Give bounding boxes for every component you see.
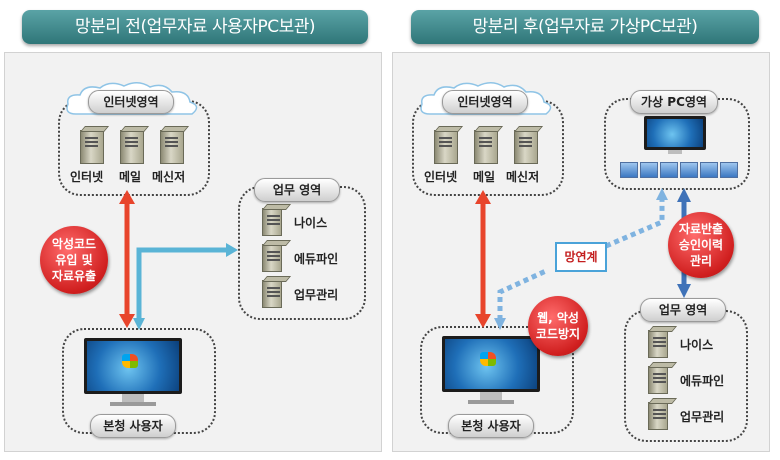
- vm-icon-5: [700, 162, 718, 178]
- right-business-server-icon-2: [648, 366, 668, 394]
- right-server-label-1: 인터넷: [424, 170, 458, 184]
- left-server-label-1: 인터넷: [70, 170, 104, 184]
- right-monitor-icon: [442, 336, 542, 408]
- left-arrows: [119, 190, 238, 330]
- left-business-server-icon-3: [262, 280, 282, 308]
- left-server-icon-1: [80, 130, 104, 164]
- left-banner: 망분리 전(업무자료 사용자PC보관): [22, 10, 368, 44]
- right-server-label-3: 메신저: [506, 170, 540, 184]
- right-server-label-2: 메일: [473, 170, 496, 184]
- left-business-title: 업무 영역: [254, 178, 340, 202]
- left-business-zone: [238, 186, 366, 320]
- vm-icon-3: [660, 162, 678, 178]
- right-server-icon-2: [474, 130, 498, 164]
- right-server-icon-3: [514, 130, 538, 164]
- left-server-label-3: 메신저: [152, 170, 186, 184]
- left-business-server-icon-1: [262, 208, 282, 236]
- vm-icon-4: [680, 162, 698, 178]
- right-business-zone: [624, 310, 748, 442]
- left-internet-title: 인터넷영역: [88, 90, 174, 114]
- right-business-label-1: 나이스: [680, 338, 714, 352]
- left-business-label-3: 업무관리: [294, 288, 339, 302]
- right-dotted-arrow-to-virtual: [605, 200, 665, 249]
- vm-icon-6: [720, 162, 738, 178]
- left-blue-arrow: [136, 247, 228, 322]
- right-user-title: 본청 사용자: [448, 414, 534, 438]
- left-business-label-2: 에듀파인: [294, 252, 339, 266]
- right-dotted-arrow-to-link: [497, 267, 550, 320]
- right-business-label-2: 에듀파인: [680, 374, 725, 388]
- left-server-label-2: 메일: [119, 170, 142, 184]
- left-server-icon-3: [160, 130, 184, 164]
- right-business-label-3: 업무관리: [680, 410, 725, 424]
- left-monitor-icon: [84, 338, 184, 410]
- left-business-label-1: 나이스: [294, 216, 328, 230]
- left-business-server-icon-2: [262, 244, 282, 272]
- left-user-title: 본청 사용자: [90, 414, 176, 438]
- left-internet-zone: [58, 100, 210, 196]
- right-business-server-icon-1: [648, 330, 668, 358]
- link-box: 망연계: [555, 242, 607, 272]
- vm-icon-1: [620, 162, 638, 178]
- right-banner: 망분리 후(업무자료 가상PC보관): [411, 10, 759, 44]
- left-server-icon-2: [120, 130, 144, 164]
- right-virtual-title: 가상 PC영역: [630, 90, 718, 114]
- right-server-icon-1: [434, 130, 458, 164]
- right-business-server-icon-3: [648, 402, 668, 430]
- vm-icon-2: [640, 162, 658, 178]
- right-business-title: 업무 영역: [640, 298, 726, 322]
- right-virtual-monitor-icon: [644, 116, 708, 156]
- right-internet-title: 인터넷영역: [442, 90, 528, 114]
